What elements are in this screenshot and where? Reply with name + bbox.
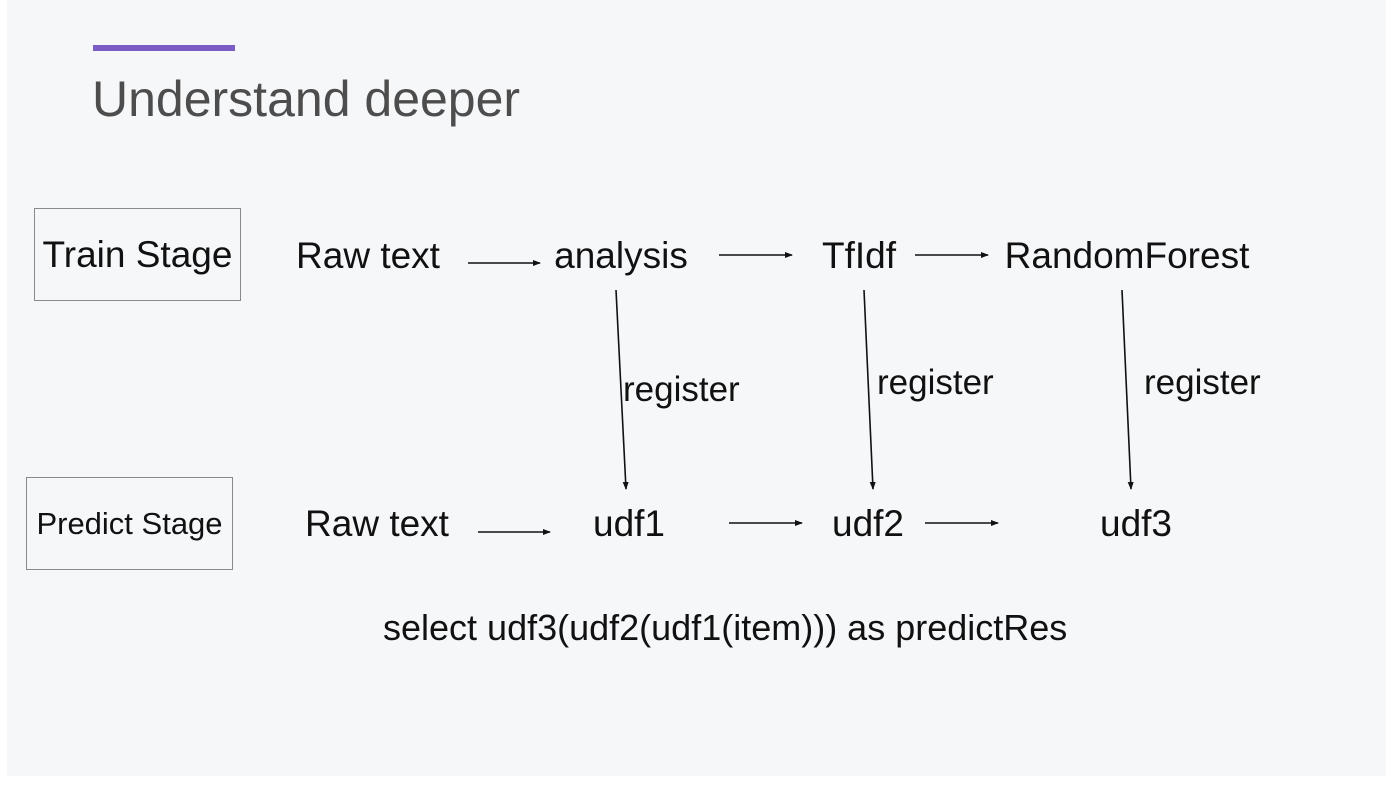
train-stage-box: Train Stage bbox=[34, 208, 241, 301]
train-node-analysis: analysis bbox=[554, 235, 688, 276]
register-label-randomforest: register bbox=[1144, 363, 1261, 402]
arrow-register-analysis-udf1 bbox=[615, 289, 629, 490]
slide-background bbox=[7, 0, 1386, 776]
predict-stage-box: Predict Stage bbox=[26, 477, 233, 570]
arrow-register-tfidf-udf2 bbox=[863, 289, 876, 490]
predict-node-udf1: udf1 bbox=[592, 503, 666, 544]
register-label-analysis: register bbox=[623, 370, 740, 409]
train-node-tfidf: TfIdf bbox=[821, 235, 897, 276]
predict-node-raw-text: Raw text bbox=[305, 503, 449, 544]
predict-node-udf3: udf3 bbox=[1099, 503, 1173, 544]
train-node-randomforest: RandomForest bbox=[1004, 235, 1250, 276]
title-accent-bar bbox=[93, 45, 235, 51]
slide-title: Understand deeper bbox=[92, 71, 521, 127]
train-node-raw-text: Raw text bbox=[296, 235, 440, 276]
sql-expression: select udf3(udf2(udf1(item))) as predict… bbox=[383, 607, 1068, 648]
register-label-tfidf: register bbox=[877, 363, 994, 402]
predict-node-udf2: udf2 bbox=[831, 503, 905, 544]
arrow-register-randomforest-udf3 bbox=[1121, 289, 1134, 490]
